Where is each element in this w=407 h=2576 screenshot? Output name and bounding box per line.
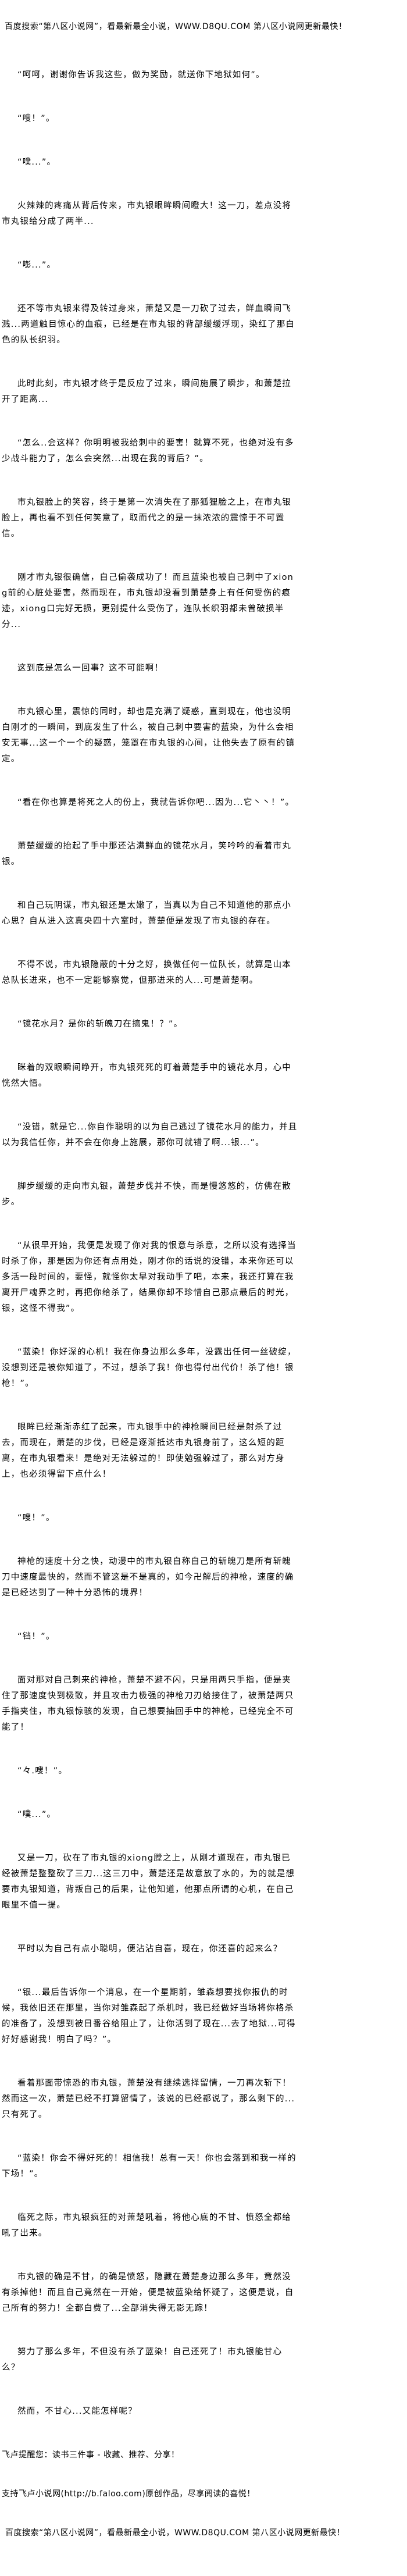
paragraph: 临死之际，市丸银疯狂的对萧楚吼着，将他心底的不甘、愤怒全都给吼了出来。: [2, 2213, 291, 2238]
support-text: 支持飞卢小说网(http://b.faloo.com)原创作品，尽享阅读的喜悦！: [2, 2489, 255, 2499]
paragraph: “从很早开始，我便是发现了你对我的恨意与杀意，之所以没有选择当时杀了你，那是因为…: [2, 1241, 297, 1313]
paragraph: “蓝染！你会不得好死的！相信我！总有一天！你也会落到和我一样的下场！”。: [2, 2154, 297, 2179]
paragraph: 眼眸已经渐渐赤红了起来，市丸银手中的神枪瞬间已经是射杀了过去，而现在，萧楚的步伐…: [2, 1423, 285, 1479]
paragraph: 和自己玩阴谋，市丸银还是太嫩了，当真以为自己不知道他的那点小心思？自从进入这真央…: [2, 901, 291, 926]
paragraph: 不得不说，市丸银隐蔽的十分之好，换做任何一位队长，就算是山本总队长进来，也不一定…: [2, 960, 291, 985]
paragraph: 萧楚缓缓的抬起了手中那还沾满鲜血的镜花水月，笑吟吟的看着市丸银。: [2, 842, 291, 867]
paragraph: “蓝染！你好深的心机！我在你身边那么多年，没露出任何一丝破绽，没想到还是被你知道…: [2, 1348, 297, 1388]
paragraph: 市丸银心里，震惊的同时，却也是充满了疑惑，直到现在，他也没明白刚才的一瞬间，到底…: [2, 707, 295, 764]
paragraph: “铛！”。: [17, 1632, 55, 1641]
paragraph: “嗖！”。: [17, 1513, 55, 1523]
paragraph: 火辣辣的疼痛从背后传来，市丸银眼眸瞬间瞪大！这一刀，差点没将市丸银给分成了两半.…: [2, 201, 291, 226]
paragraph: 脚步缓缓的走向市丸银，萧楚步伐并不快，而是慢悠悠的，仿佛在散步。: [2, 1182, 291, 1207]
paragraph: 然而，不甘心...又能怎样呢？: [17, 2407, 137, 2416]
paragraph: 神枪的速度十分之快，动漫中的市丸银自称自己的斩魄刀是所有斩魄刀中速度最快的，然而…: [2, 1557, 294, 1598]
paragraph: 此时此刻，市丸银才终于是反应了过来，瞬间施展了瞬步，和萧楚拉开了距离...: [2, 379, 291, 404]
paragraph: 刚才市丸银很确信，自己偷袭成功了！而且蓝染也被自己刺中了xiong前的心脏处要害…: [2, 573, 294, 629]
site-banner-bottom: 百度搜索“第八区小说网”，看最新最全小说，WWW.D8QU.COM 第八区小说网…: [5, 2528, 345, 2538]
paragraph: 还不等市丸银来得及转过身来，萧楚又是一刀砍了过去，鲜血瞬间飞溅...两道触目惊心…: [2, 304, 295, 345]
paragraph: “看在你也算是将死之人的份上，我就告诉你吧...因为...它丶丶！”。: [17, 798, 295, 807]
paragraph: “没错，就是它...你自作聪明的以为自己逃过了镜花水月的能力，并且以为我信任你，…: [2, 1123, 298, 1148]
paragraph: “镜花水月？是你的斩魄刀在搞鬼！？”。: [17, 1020, 183, 1029]
paragraph: “々.嗖！”。: [17, 1766, 68, 1776]
paragraph: 这到底是怎么一回事？这不可能啊！: [17, 664, 164, 673]
reminder-text: 飞卢提醒您：读书三件事 - 收藏、推荐、分享！: [2, 2450, 180, 2460]
paragraph: “噗...”。: [17, 158, 56, 167]
paragraph: “噗...”。: [17, 1810, 56, 1819]
page-footer: 飞卢提醒您：读书三件事 - 收藏、推荐、分享！ 支持飞卢小说网(http://b…: [2, 2447, 403, 2541]
paragraph: “怎么..会这样？你明明被我给刺中的要害！就算不死，也绝对没有多少战斗能力了，怎…: [2, 439, 294, 464]
paragraph: 看着那面带惊恐的市丸银，萧楚没有继续选择留情，一刀再次斩下！然而这一次，萧楚已经…: [2, 2079, 295, 2119]
paragraph: “呵呵，谢谢你告诉我这些，做为奖励，就送你下地狱如何”。: [17, 70, 265, 80]
paragraph: “银...最后告诉你一个消息，在一个星期前，雏森想要找你报仇的时候，我依旧还在那…: [2, 1988, 296, 2044]
paragraph: 市丸银脸上的笑容，终于是第一次消失在了那狐狸脸之上，在市丸银脸上，再也看不到任何…: [2, 498, 291, 539]
paragraph: 平时以为自己有点小聪明，便沾沾自喜，现在，你还喜的起来么？: [17, 1944, 283, 1954]
site-banner-top: 百度搜索“第八区小说网”，看最新最全小说，WWW.D8QU.COM 第八区小说网…: [5, 22, 347, 31]
paragraph: 面对那对自己刺来的神枪，萧楚不避不闪，只是用两只手指，便是夹住了那速度快到极致，…: [2, 1676, 294, 1732]
paragraph: “嘭...”。: [17, 261, 56, 270]
chapter-content: “呵呵，谢谢你告诉我这些，做为奖励，就送你下地狱如何”。 “嗖！”。 “噗...”。…: [2, 67, 299, 2420]
paragraph: 市丸银的确是不甘，的确是愤怒，隐藏在萧楚身边那么多年，竟然没有杀掉他！而且自己竟…: [2, 2272, 294, 2313]
paragraph: 努力了那么多年，不但没有杀了蓝染！自己还死了！市丸银能甘心么？: [2, 2347, 283, 2372]
paragraph: 又是一刀，砍在了市丸银的xiong膛之上，从刚才道现在，市丸银已经被萧楚整整砍了…: [2, 1854, 295, 1910]
paragraph: 眯着的双眼瞬间睁开，市丸银死死的盯着萧楚手中的镜花水月，心中恍然大悟。: [2, 1063, 291, 1088]
paragraph: “嗖！”。: [17, 114, 55, 123]
